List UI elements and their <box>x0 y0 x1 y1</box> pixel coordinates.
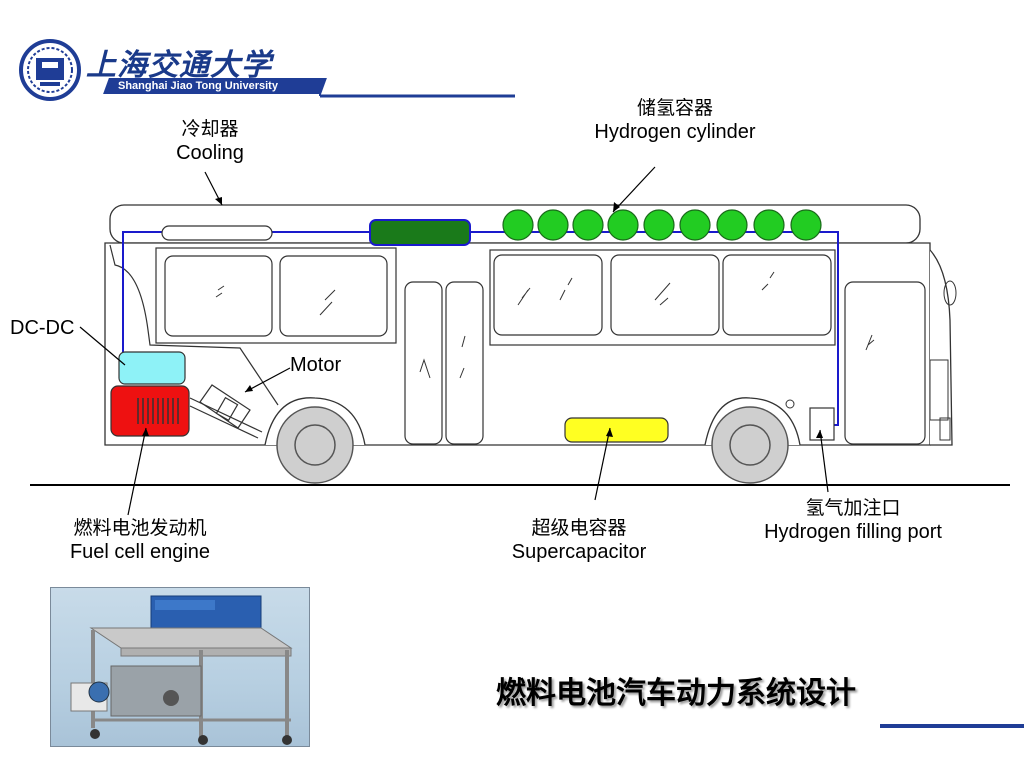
fuel-cell-engine-label-en: Fuel cell engine <box>69 541 211 563</box>
front-window-frame <box>489 249 836 346</box>
headlight <box>939 417 951 441</box>
supercapacitor-label: 超级电容器 Supercapacitor <box>488 516 670 564</box>
leader-arrowheads <box>142 197 823 438</box>
cooling-label: 冷却器 Cooling <box>150 117 270 165</box>
cooling-radiator <box>161 225 273 241</box>
hydrogen-cylinder-label: 储氢容器 Hydrogen cylinder <box>560 96 790 144</box>
motor <box>189 384 263 439</box>
fuel-cell-rig-photo <box>50 587 310 747</box>
pipe-to-cooling <box>122 231 162 352</box>
hydrogen-filling-port <box>809 407 835 441</box>
motor-label: Motor <box>290 354 342 376</box>
window <box>164 255 273 337</box>
supercapacitor <box>564 417 669 443</box>
middle-door-right <box>445 281 484 445</box>
dcdc-converter <box>118 351 186 385</box>
university-logo: 上海交通大学 Shanghai Jiao Tong University <box>18 38 328 102</box>
front-door <box>844 281 926 445</box>
hydrogen-filling-port-label: 氢气加注口 Hydrogen filling port <box>736 496 970 544</box>
window <box>279 255 388 337</box>
front-wheel <box>711 406 789 484</box>
fuel-cell-engine-label: 燃料电池发动机 Fuel cell engine <box>40 516 240 564</box>
rear-engine-bay <box>109 244 279 406</box>
cooling-label-en: Cooling <box>176 142 244 164</box>
university-name-en: Shanghai Jiao Tong University <box>118 80 278 92</box>
rear-window-frame <box>155 247 397 344</box>
leader-lines <box>79 166 829 516</box>
glare-marks <box>215 271 875 379</box>
hydrogen-cylinder-label-cn: 储氢容器 <box>636 97 713 119</box>
fuel-cell-engine-label-cn: 燃料电池发动机 <box>73 517 207 539</box>
roof-control-unit <box>369 219 471 246</box>
fuel-cap <box>785 399 795 409</box>
page-title: 燃料电池汽车动力系统设计 <box>496 676 856 711</box>
supercapacitor-label-cn: 超级电容器 <box>531 517 627 539</box>
university-name-cn: 上海交通大学 <box>86 48 272 83</box>
hydrogen-cylinder-label-en: Hydrogen cylinder <box>594 121 756 143</box>
hydrogen-cylinders <box>502 209 822 241</box>
side-mirror <box>943 280 957 306</box>
hydrogen-filling-port-label-cn: 氢气加注口 <box>805 497 901 519</box>
window <box>722 254 832 336</box>
dcdc-label: DC-DC <box>10 317 75 339</box>
fuel-cell-rig-illustration <box>70 595 293 745</box>
front-grille <box>929 359 949 421</box>
window <box>610 254 720 336</box>
supercapacitor-label-en: Supercapacitor <box>511 541 647 563</box>
hydrogen-filling-port-label-en: Hydrogen filling port <box>764 521 942 543</box>
window <box>493 254 603 336</box>
cooling-label-cn: 冷却器 <box>181 118 239 140</box>
bus-front <box>929 249 953 446</box>
fuel-cell-stack <box>110 385 190 437</box>
middle-door-left <box>404 281 443 445</box>
rear-wheel <box>276 406 354 484</box>
university-emblem-icon <box>19 39 81 101</box>
fuel-cell-plates <box>137 398 179 424</box>
